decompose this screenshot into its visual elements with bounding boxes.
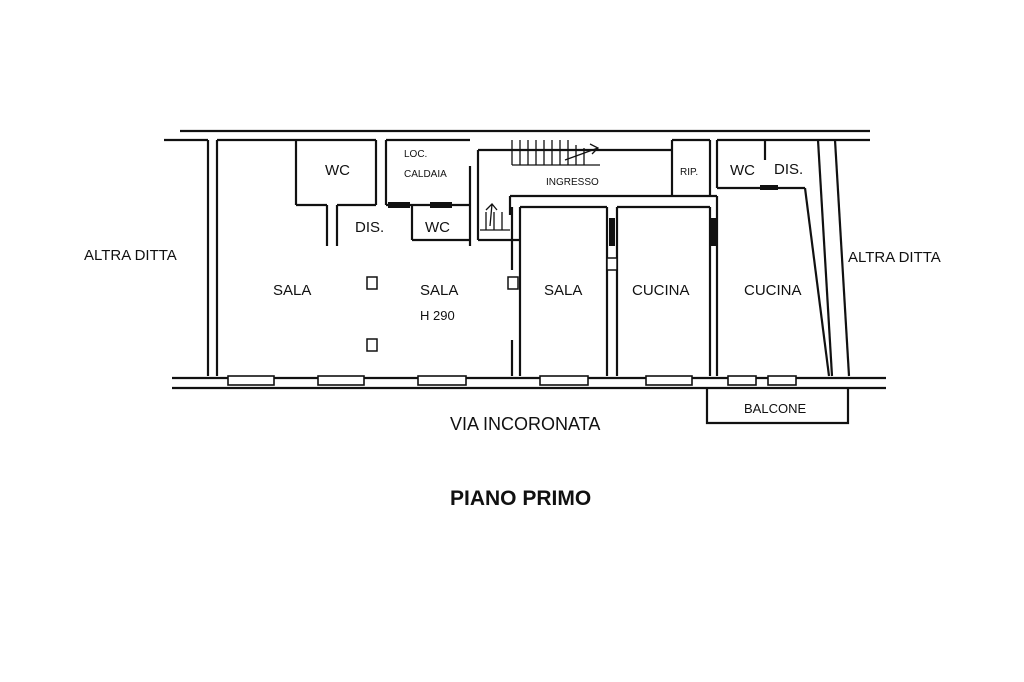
pillars — [366, 257, 618, 352]
street-label: VIA INCORONATA — [450, 414, 600, 434]
room-label-hall-right: SALA — [544, 282, 582, 299]
room-label-wc-right: WC — [730, 162, 755, 179]
pillar-icon — [606, 257, 618, 271]
pillar-icon — [366, 276, 378, 290]
room-label-kitchen-left: CUCINA — [632, 282, 690, 299]
room-label-hall-height: H 290 — [420, 308, 455, 323]
outer-walls — [164, 129, 886, 390]
room-label-boiler-2: CALDAIA — [404, 169, 447, 180]
pillar-icon — [507, 276, 519, 290]
room-label-boiler-1: LOC. — [404, 149, 427, 160]
facade-windows — [227, 185, 797, 386]
balcony-label: BALCONE — [744, 401, 806, 416]
room-label-hall-left: SALA — [273, 282, 311, 299]
room-label-kitchen-right: CUCINA — [744, 282, 802, 299]
window-icon — [645, 375, 693, 386]
interior-walls — [217, 138, 831, 377]
stair-arrow-icon — [485, 203, 498, 227]
window-icon — [539, 375, 589, 386]
room-label-storage: RIP. — [680, 167, 698, 178]
window-icon — [727, 375, 757, 386]
room-label-entrance: INGRESSO — [546, 177, 599, 188]
neighbor-label-left: ALTRA DITTA — [84, 247, 177, 264]
room-label-wc-left: WC — [325, 162, 350, 179]
window-icon — [417, 375, 467, 386]
balcony — [705, 388, 850, 425]
room-label-hallway-left: DIS. — [355, 219, 384, 236]
window-icon — [767, 375, 797, 386]
window-icon — [317, 375, 365, 386]
drawing-title: PIANO PRIMO — [450, 487, 591, 510]
neighbor-label-right: ALTRA DITTA — [848, 249, 941, 266]
pillar-icon — [366, 338, 378, 352]
staircase — [480, 140, 600, 231]
room-label-hall-center: SALA — [420, 282, 458, 299]
window-icon — [227, 375, 275, 386]
room-label-hallway-right: DIS. — [774, 161, 803, 178]
stair-arrow-icon — [564, 143, 600, 161]
room-label-wc-center: WC — [425, 219, 450, 236]
